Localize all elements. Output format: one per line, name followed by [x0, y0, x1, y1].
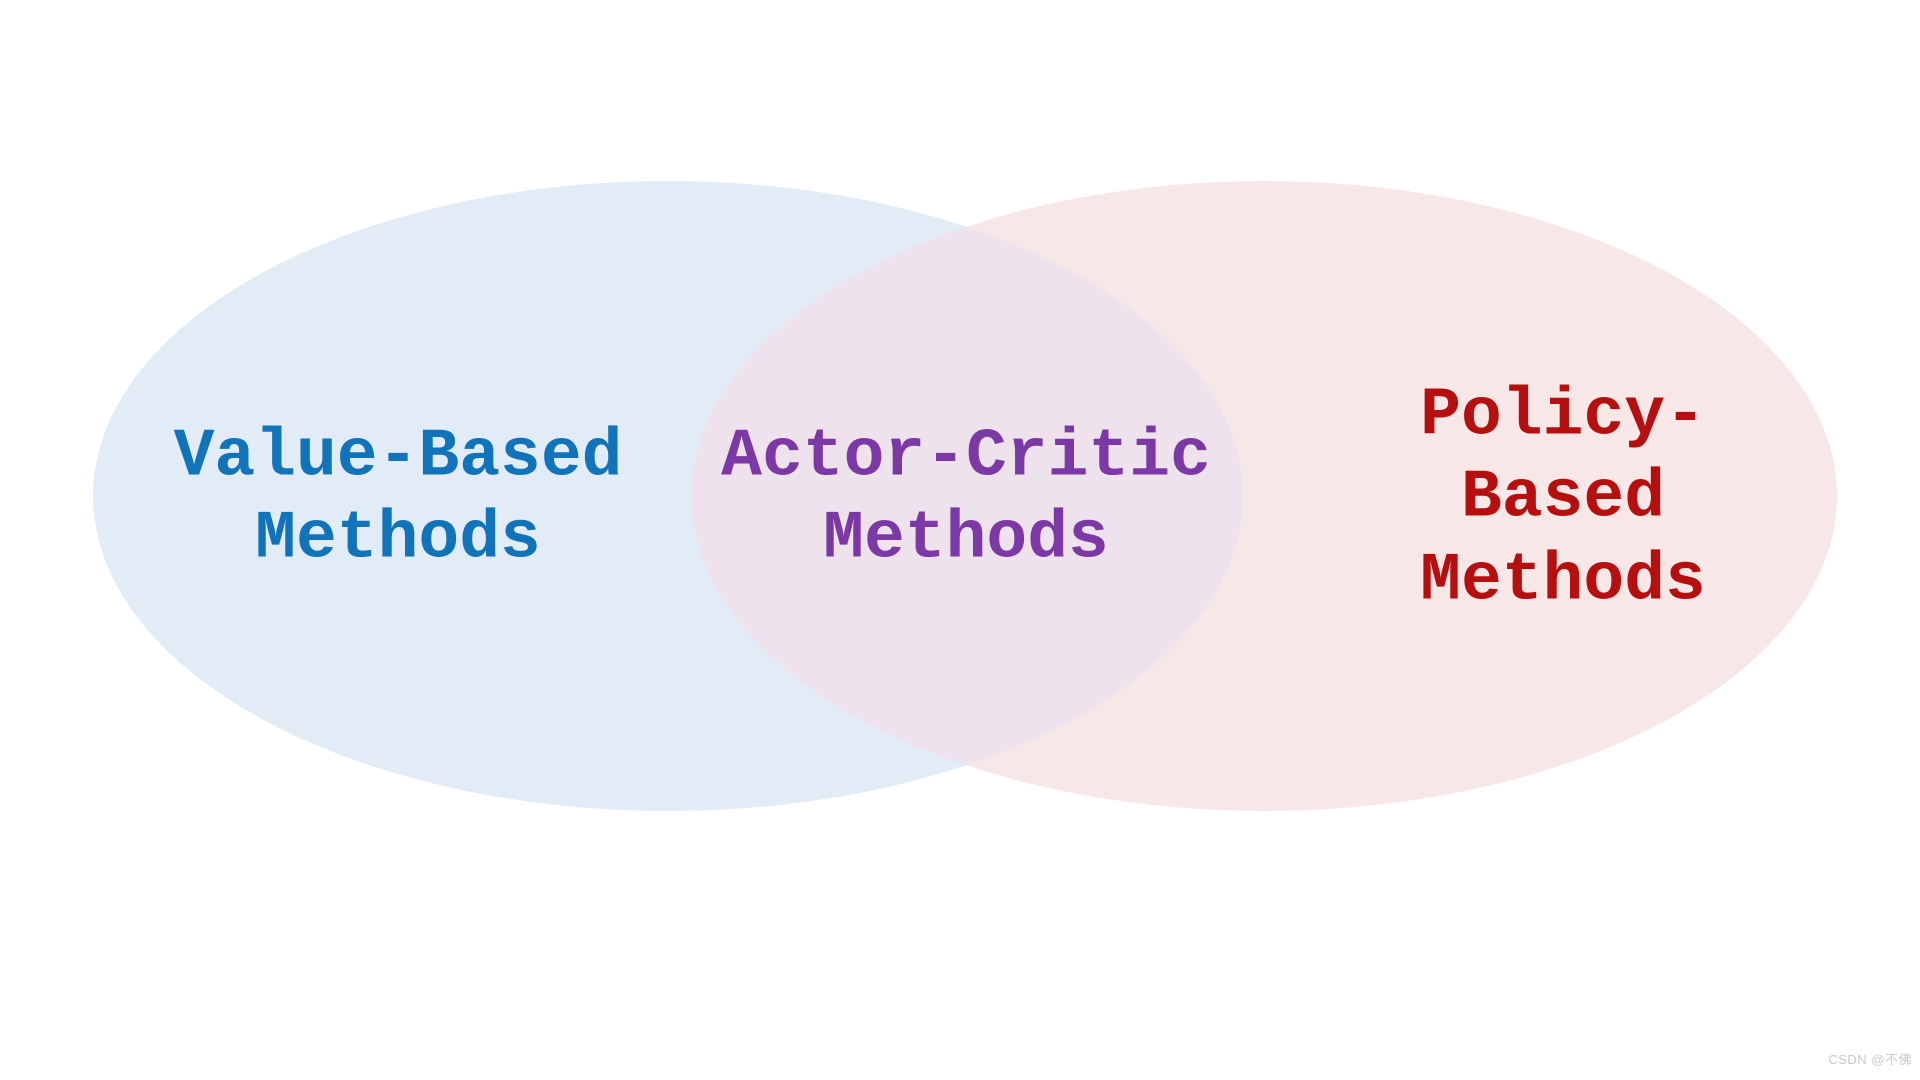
actor-critic-label: Actor-Critic Methods — [721, 418, 1211, 578]
policy-based-label: Policy-Based Methods — [1420, 377, 1706, 620]
actor-critic-overlap-region — [691, 181, 1243, 811]
value-based-label: Value-Based Methods — [173, 418, 623, 578]
csdn-watermark: CSDN @不佛 — [1828, 1052, 1912, 1067]
